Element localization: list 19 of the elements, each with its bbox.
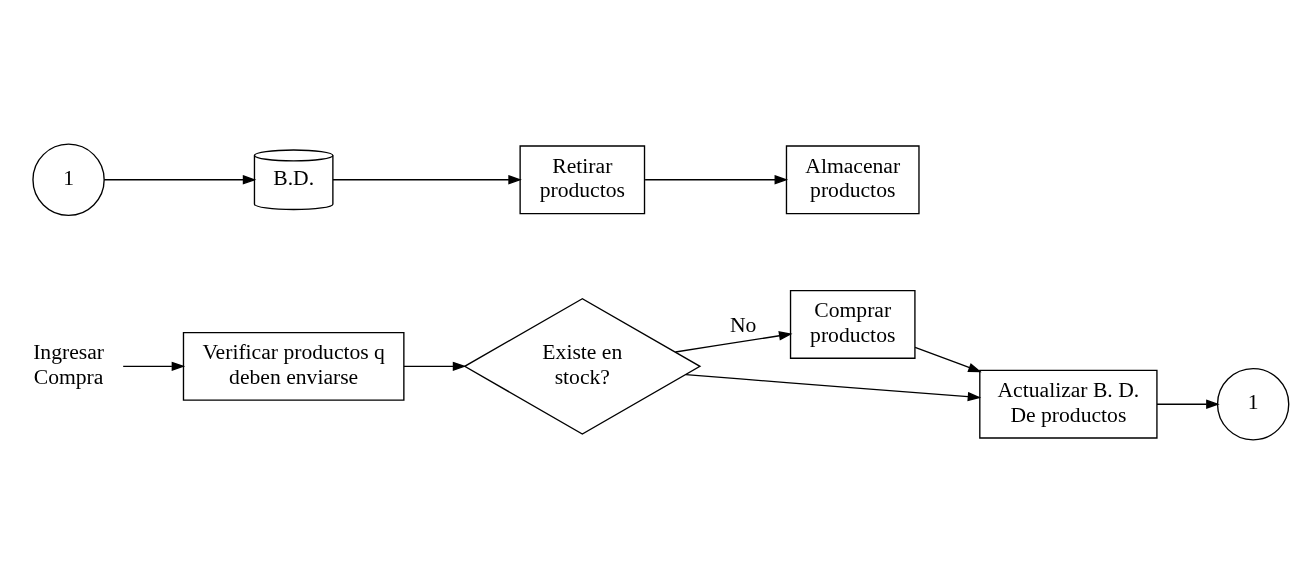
node-circle: 1 xyxy=(32,143,105,216)
arrow xyxy=(332,174,522,185)
arrow xyxy=(103,174,257,185)
arrow xyxy=(685,373,982,401)
node-text: Ingresar Compra xyxy=(33,339,104,389)
arrow xyxy=(644,174,789,185)
node-box: Verificar productos q deben enviarse xyxy=(182,331,405,401)
arrow xyxy=(1156,399,1220,409)
node-diamond: Existe en stock? xyxy=(463,297,702,435)
node-box: Comprar productos xyxy=(789,289,916,359)
node-box: Almacenar productos xyxy=(785,144,920,214)
node-box: Actualizar B. D. De productos xyxy=(979,369,1158,439)
arrow xyxy=(122,361,186,371)
arrow xyxy=(403,361,467,371)
arrow xyxy=(914,346,982,372)
node-box: Retirar productos xyxy=(519,144,646,214)
node-circle: 1 xyxy=(1216,367,1290,440)
arrow xyxy=(674,330,793,353)
edge-label: No xyxy=(729,312,757,337)
